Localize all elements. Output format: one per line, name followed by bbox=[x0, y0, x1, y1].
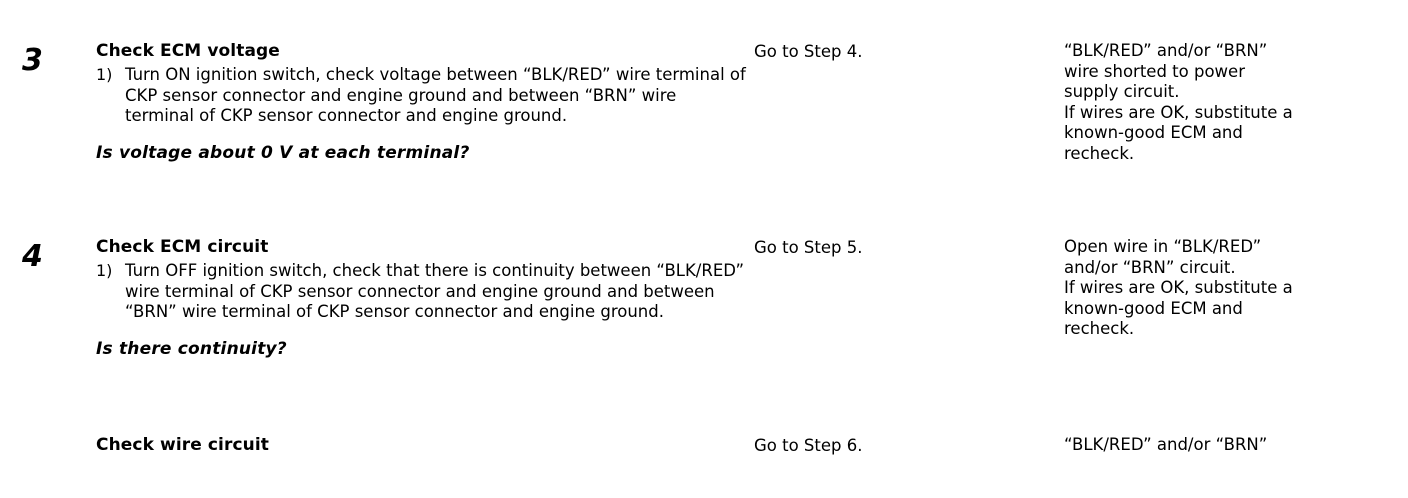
no-result-line: “BLK/RED” and/or “BRN” bbox=[1064, 41, 1268, 60]
procedure-list: 1) Turn OFF ignition switch, check that … bbox=[96, 261, 746, 323]
action-column: Check wire circuit bbox=[96, 434, 746, 456]
step-number: 4 bbox=[22, 239, 43, 274]
no-result-line: known-good ECM and bbox=[1064, 123, 1243, 142]
no-result-column: Open wire in “BLK/RED” and/or “BRN” circ… bbox=[1064, 236, 1404, 340]
procedure-marker: 1) bbox=[96, 261, 113, 280]
procedure-text: Turn OFF ignition switch, check that the… bbox=[125, 261, 745, 321]
yes-result-text: Go to Step 6. bbox=[754, 436, 863, 455]
no-result-line: and/or “BRN” circuit. bbox=[1064, 257, 1236, 277]
step-number: 3 bbox=[22, 43, 43, 78]
yes-result-text: Go to Step 5. bbox=[754, 238, 863, 257]
action-column: Check ECM circuit 1) Turn OFF ignition s… bbox=[96, 236, 746, 360]
no-result-line: recheck. bbox=[1064, 319, 1135, 338]
no-result-column: “BLK/RED” and/or “BRN” wire shorted to p… bbox=[1064, 40, 1404, 164]
procedure-marker: 1) bbox=[96, 65, 113, 84]
no-result-line: wire shorted to power bbox=[1064, 61, 1245, 81]
no-result-line: supply circuit. bbox=[1064, 82, 1180, 101]
yes-result-column: Go to Step 5. bbox=[754, 236, 1054, 259]
no-result-lines: Open wire in “BLK/RED” and/or “BRN” circ… bbox=[1064, 237, 1404, 340]
action-title: Check ECM circuit bbox=[96, 237, 269, 257]
no-result-line: “BLK/RED” and/or “BRN” bbox=[1064, 435, 1268, 454]
yes-result-column: Go to Step 6. bbox=[754, 434, 1054, 457]
action-title: Check ECM voltage bbox=[96, 41, 280, 61]
procedure-text: Turn ON ignition switch, check voltage b… bbox=[125, 65, 746, 125]
no-result-line: recheck. bbox=[1064, 143, 1135, 163]
no-result-column: “BLK/RED” and/or “BRN” bbox=[1064, 434, 1404, 456]
no-result-line: If wires are OK, substitute a bbox=[1064, 102, 1293, 122]
procedure-item: 1) Turn OFF ignition switch, check that … bbox=[96, 261, 746, 323]
action-title: Check wire circuit bbox=[96, 435, 269, 455]
procedure-list: 1) Turn ON ignition switch, check voltag… bbox=[96, 65, 746, 127]
yes-result-text: Go to Step 4. bbox=[754, 42, 863, 61]
no-result-lines: “BLK/RED” and/or “BRN” wire shorted to p… bbox=[1064, 41, 1404, 164]
no-result-line: If wires are OK, substitute a bbox=[1064, 278, 1293, 297]
action-column: Check ECM voltage 1) Turn ON ignition sw… bbox=[96, 40, 746, 164]
yes-result-column: Go to Step 4. bbox=[754, 40, 1054, 63]
no-result-line: known-good ECM and bbox=[1064, 298, 1243, 318]
decision-question: Is voltage about 0 V at each terminal? bbox=[96, 142, 470, 163]
no-result-lines: “BLK/RED” and/or “BRN” bbox=[1064, 435, 1404, 456]
no-result-line: Open wire in “BLK/RED” bbox=[1064, 237, 1262, 256]
decision-question: Is there continuity? bbox=[96, 338, 287, 359]
procedure-item: 1) Turn ON ignition switch, check voltag… bbox=[96, 65, 746, 127]
